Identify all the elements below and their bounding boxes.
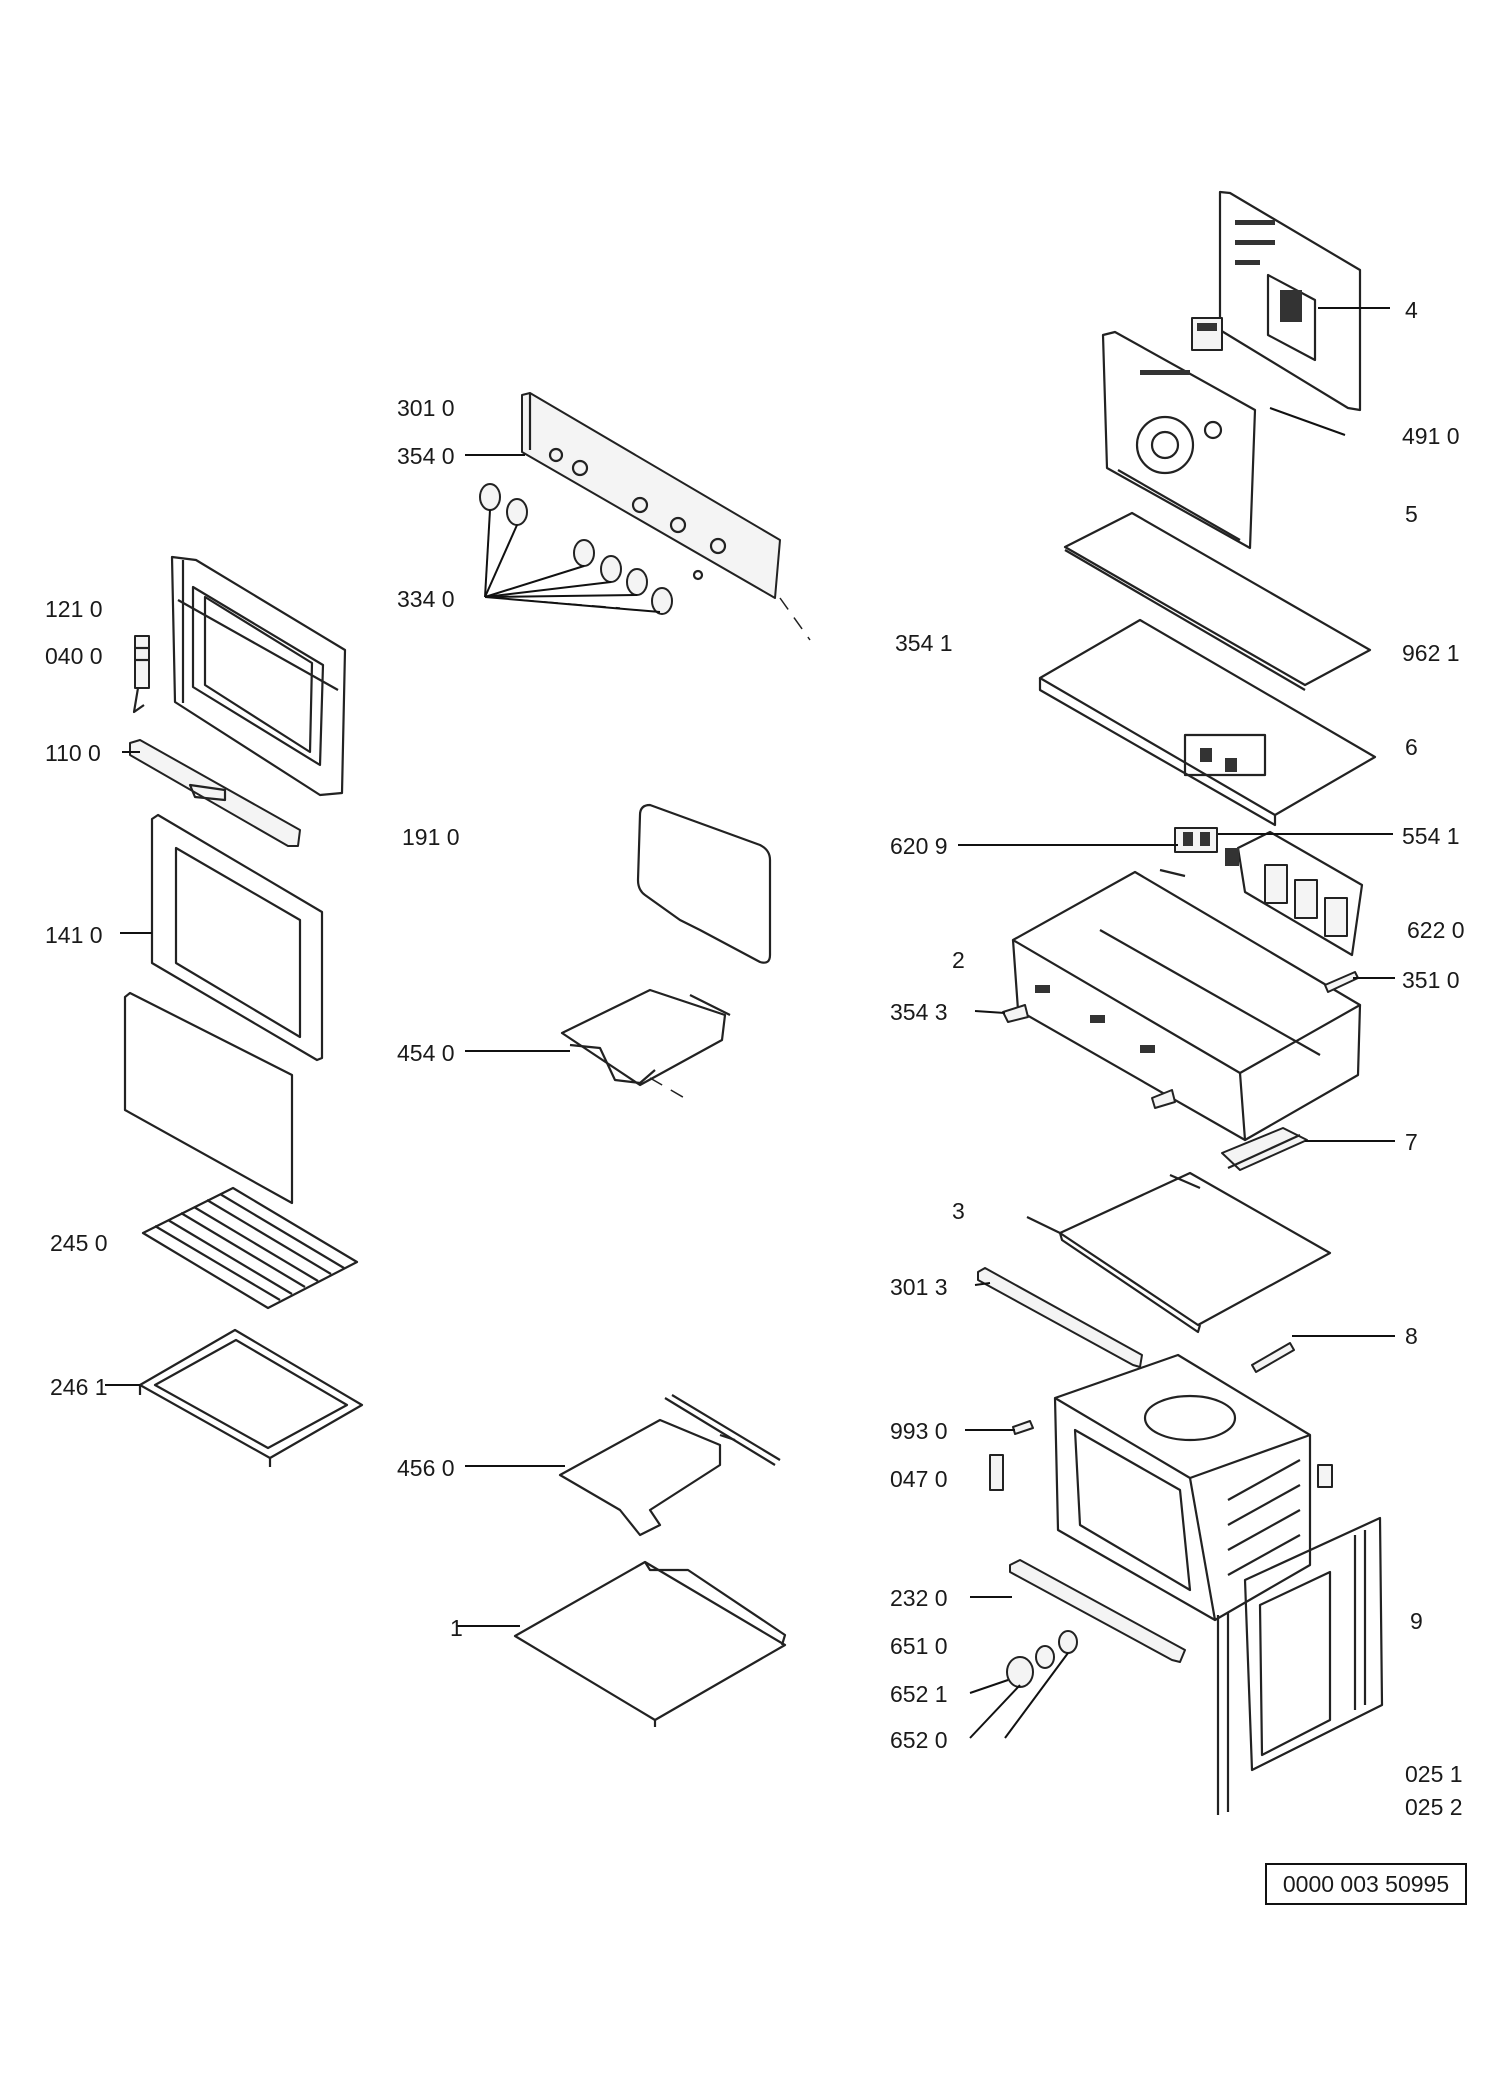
label-232-0: 232 0 [890, 1585, 948, 1611]
label-454-0: 454 0 [397, 1040, 455, 1066]
label-962-1: 962 1 [1402, 640, 1460, 666]
label-351-0: 351 0 [1402, 967, 1460, 993]
control-panel-part [521, 392, 811, 641]
label-651-0: 651 0 [890, 1633, 948, 1659]
label-3: 3 [952, 1198, 965, 1224]
label-121-0: 121 0 [45, 596, 103, 622]
label-7: 7 [1405, 1129, 1418, 1155]
label-354-3: 354 3 [890, 999, 948, 1025]
grill-element-part [560, 988, 731, 1101]
bottom-element-part [558, 1394, 781, 1537]
label-554-1: 554 1 [1402, 823, 1460, 849]
rod-part [1251, 1342, 1295, 1373]
pin-part [1324, 971, 1359, 993]
part-labels: 301 0 354 0 334 0 121 0 040 0 110 0 191 … [45, 297, 1465, 1820]
label-334-0: 334 0 [397, 586, 455, 612]
label-456-0: 456 0 [397, 1455, 455, 1481]
switch-part [1159, 827, 1218, 878]
label-5: 5 [1405, 501, 1418, 527]
door-gasket-part [636, 803, 772, 964]
label-652-1: 652 1 [890, 1681, 948, 1707]
bottom-panel-part [513, 1560, 787, 1727]
inner-back-plate-part [1101, 330, 1257, 550]
label-025-1: 025 1 [1405, 1761, 1463, 1787]
label-245-0: 245 0 [50, 1230, 108, 1256]
door-frame-part [170, 555, 347, 797]
oven-top-plate-part [1026, 1171, 1332, 1334]
screw-part [1002, 1004, 1176, 1109]
rail-part [977, 1267, 1143, 1368]
fan-motor-part [1191, 317, 1223, 351]
door-hinge-part [132, 635, 150, 714]
document-number: 0000 003 50995 [1282, 1870, 1450, 1897]
inner-door-glass-part [150, 813, 324, 1062]
label-040-0: 040 0 [45, 643, 103, 669]
label-2: 2 [952, 947, 965, 973]
top-cover-part [1038, 618, 1377, 827]
label-047-0: 047 0 [890, 1466, 948, 1492]
label-4: 4 [1405, 297, 1418, 323]
insulation-plate-part [1063, 511, 1372, 691]
label-8: 8 [1405, 1323, 1418, 1349]
label-141-0: 141 0 [45, 922, 103, 948]
label-191-0: 191 0 [402, 824, 460, 850]
label-622-0: 622 0 [1407, 917, 1465, 943]
leader-lines [105, 307, 1395, 1739]
door-glass-panel [123, 991, 294, 1205]
label-9: 9 [1410, 1608, 1423, 1634]
small-parts [989, 1420, 1034, 1491]
side-door-part [1216, 1516, 1384, 1815]
label-993-0: 993 0 [890, 1418, 948, 1444]
label-354-1: 354 1 [895, 630, 953, 656]
knob-parts [1006, 1630, 1078, 1688]
label-491-0: 491 0 [1402, 423, 1460, 449]
door-handle-part [129, 739, 301, 847]
label-620-9: 620 9 [890, 833, 948, 859]
wire-rack-part [141, 1186, 359, 1310]
label-110-0: 110 0 [45, 740, 101, 766]
oven-cavity-part [1053, 1353, 1333, 1622]
label-301-3: 301 3 [890, 1274, 948, 1300]
label-652-0: 652 0 [890, 1727, 948, 1753]
label-354-0: 354 0 [397, 443, 455, 469]
label-301-0: 301 0 [397, 395, 455, 421]
bottom-trim-part [1009, 1559, 1186, 1663]
label-6: 6 [1405, 734, 1418, 760]
relay-block-part [1225, 830, 1364, 957]
label-246-1: 246 1 [50, 1374, 108, 1400]
label-1: 1 [450, 1615, 463, 1641]
back-panel-part [1218, 190, 1362, 412]
label-025-2: 025 2 [1405, 1794, 1463, 1820]
lower-frame-part [1011, 870, 1362, 1142]
document-number-box: 0000 003 50995 [1265, 1863, 1467, 1905]
baking-tray-part [138, 1328, 364, 1467]
